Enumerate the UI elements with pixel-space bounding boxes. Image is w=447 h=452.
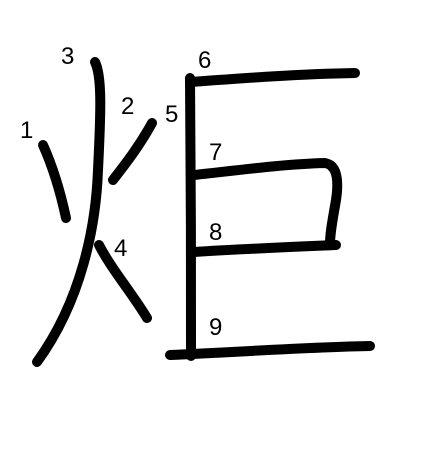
stroke-7 (189, 158, 343, 249)
stroke-number-1: 1 (20, 117, 33, 144)
stroke-1 (38, 140, 71, 223)
stroke-number-4: 4 (114, 235, 127, 262)
stroke-number-8: 8 (209, 219, 222, 246)
stroke-3 (32, 57, 106, 367)
stroke-number-3: 3 (61, 43, 74, 70)
stroke-6 (185, 68, 360, 87)
stroke-8 (189, 240, 341, 257)
stroke-number-5: 5 (165, 101, 178, 128)
stroke-4 (94, 240, 152, 323)
stroke-number-9: 9 (209, 314, 222, 341)
stroke-number-2: 2 (121, 93, 134, 120)
stroke-5 (185, 73, 196, 361)
stroke-numbers: 1 2 3 4 5 6 7 8 9 (20, 43, 222, 341)
stroke-number-6: 6 (198, 47, 211, 74)
stroke-number-7: 7 (209, 139, 222, 166)
stroke-9 (165, 341, 375, 360)
stroke-2 (108, 118, 157, 185)
character-strokes (32, 57, 375, 367)
